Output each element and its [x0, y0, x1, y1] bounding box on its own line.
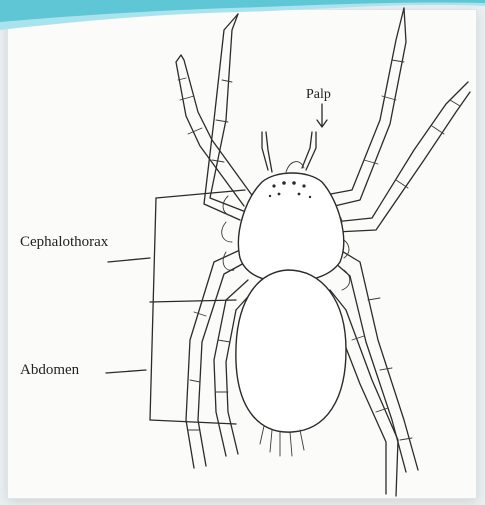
palp-label: Palp	[306, 86, 331, 104]
abdomen-label: Abdomen	[20, 361, 79, 379]
abdomen-shape	[236, 270, 346, 432]
abdomen-pointer-line	[106, 370, 146, 373]
region-box	[150, 190, 245, 424]
cephalothorax-label: Cephalothorax	[20, 233, 108, 251]
cephalothorax-shape	[238, 173, 343, 282]
cephalothorax-pointer-line	[108, 258, 150, 262]
palp-arrow	[317, 104, 327, 127]
palps	[262, 132, 316, 172]
